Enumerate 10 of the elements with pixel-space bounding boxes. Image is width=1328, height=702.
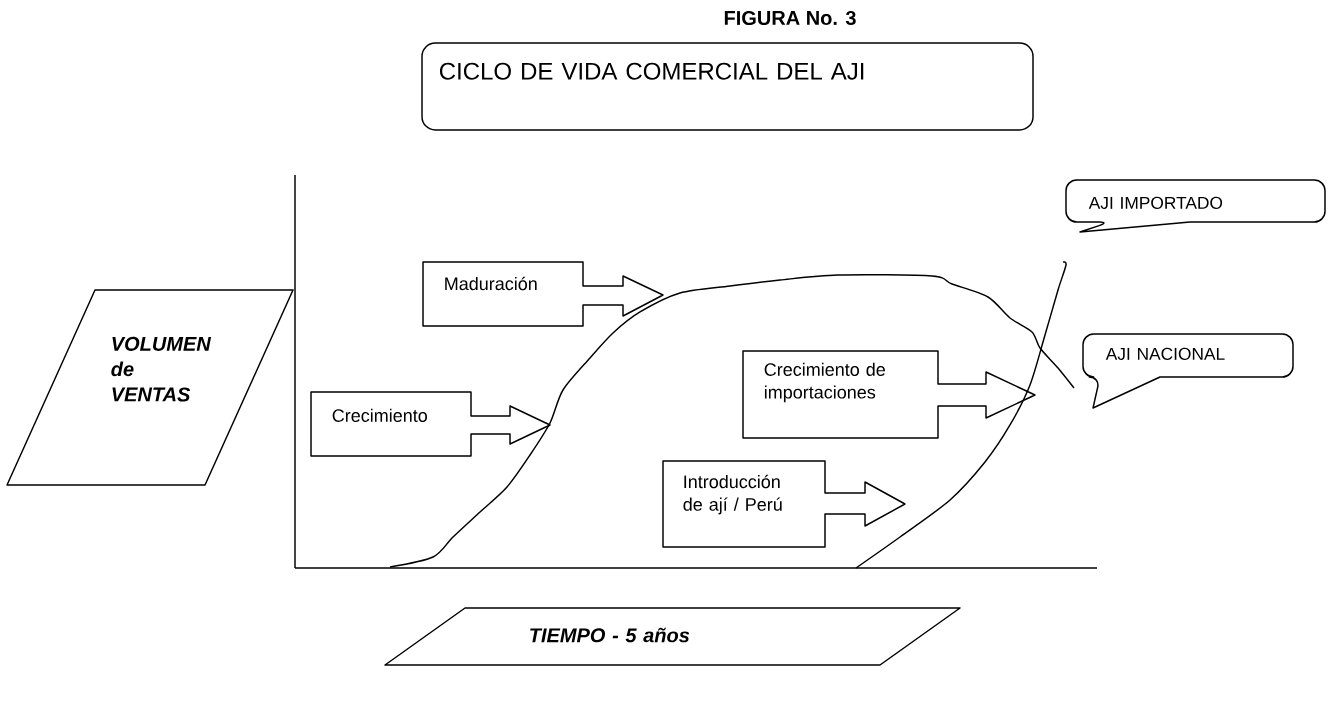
parallelogram-box: VOLUMEN de VENTAS bbox=[6, 289, 294, 486]
parallelogram-box: TIEMPO - 5 años bbox=[384, 607, 961, 666]
speech-bubble: AJI NACIONAL bbox=[1082, 333, 1294, 409]
arrow-callout: Introducción de ají / Perú bbox=[662, 460, 906, 548]
arrow-callout: Crecimiento de importaciones bbox=[742, 350, 1036, 439]
arrow-callout: Maduración bbox=[422, 261, 664, 327]
arrow-callout: Crecimiento bbox=[310, 391, 551, 457]
title-box: CICLO DE VIDA COMERCIAL DEL AJI bbox=[421, 42, 1034, 131]
speech-bubble: AJI IMPORTADO bbox=[1065, 179, 1326, 233]
figure-title: FIGURA No. 3 bbox=[724, 10, 856, 26]
